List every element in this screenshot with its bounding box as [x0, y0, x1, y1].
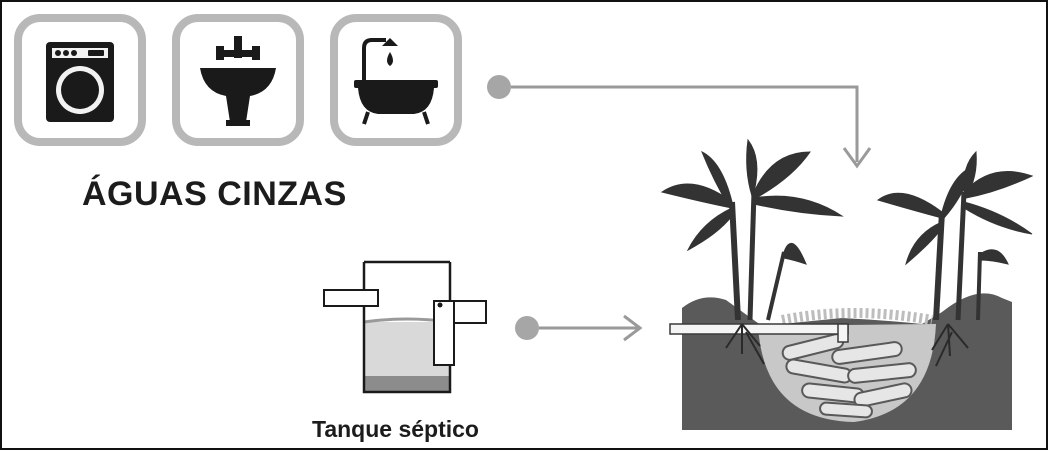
left-plants	[660, 138, 844, 321]
bathtub-icon	[354, 38, 438, 125]
sink-tile	[172, 14, 304, 146]
gray-water-label: ÁGUAS CINZAS	[82, 175, 347, 213]
gray-water-arrow	[487, 75, 872, 169]
right-plants	[876, 150, 1034, 321]
planted-basin-icon	[660, 138, 1034, 430]
sink-icon	[200, 36, 276, 126]
bathtub-tile	[330, 14, 462, 146]
septic-tank-icon	[323, 260, 487, 394]
plant-roots	[725, 323, 969, 367]
washing-machine-tile	[14, 14, 146, 146]
septic-tank-label: Tanque séptico	[312, 416, 479, 442]
washing-machine-icon	[46, 42, 114, 122]
septic-effluent-arrow	[515, 314, 643, 342]
